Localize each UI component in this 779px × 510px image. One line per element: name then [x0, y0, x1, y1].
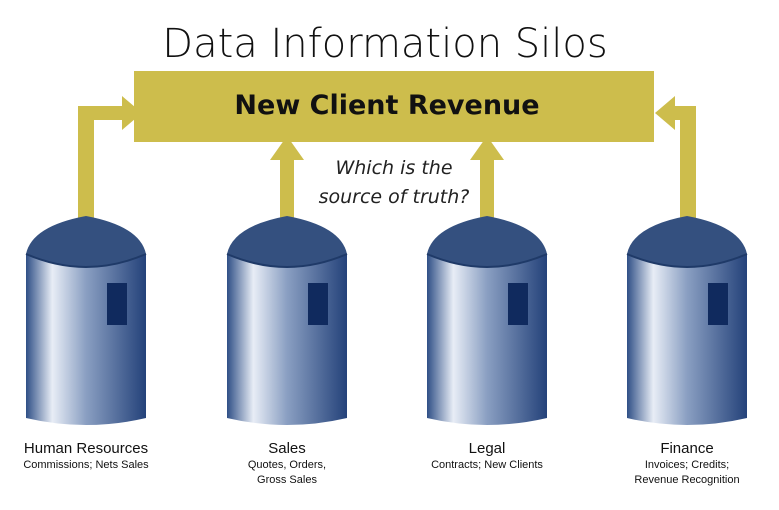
silo-window — [708, 283, 728, 325]
silo-body — [26, 254, 146, 425]
silo-body — [427, 254, 547, 425]
revenue-banner: New Client Revenue — [134, 71, 654, 142]
question-text: Which is the source of truth? — [319, 157, 470, 208]
silo-desc-line: Gross Sales — [257, 474, 317, 486]
silo-roof — [26, 216, 146, 267]
silo-desc-line: Commissions; Nets Sales — [23, 459, 149, 471]
silo-name: Finance — [660, 440, 713, 457]
question-line-1: Which is the — [335, 157, 452, 179]
silo-name: Sales — [268, 440, 306, 457]
page-title: Data Information Silos — [162, 21, 607, 67]
silo-desc-line: Revenue Recognition — [634, 474, 739, 486]
silo-body — [627, 254, 747, 425]
silo-desc-line: Invoices; Credits; — [645, 459, 729, 471]
silo-window — [107, 283, 127, 325]
silo-roof-rim — [226, 253, 348, 268]
silo-name: Legal — [469, 440, 506, 457]
silo-roof — [627, 216, 747, 267]
silo-window — [308, 283, 328, 325]
banner-label: New Client Revenue — [234, 90, 539, 121]
arrow-legal — [470, 136, 504, 218]
arrows-group — [78, 96, 696, 218]
arrow-human-resources — [78, 96, 142, 218]
banner-box — [134, 71, 654, 142]
silo-name: Human Resources — [24, 440, 148, 457]
arrow-sales — [270, 136, 304, 218]
silo-roof — [427, 216, 547, 267]
question-line-2: source of truth? — [319, 186, 470, 208]
silo-roof — [227, 216, 347, 267]
silo-desc-line: Contracts; New Clients — [431, 459, 543, 471]
silo-roof-rim — [25, 253, 147, 268]
silo-roof-rim — [426, 253, 548, 268]
silo-desc-line: Quotes, Orders, — [248, 459, 326, 471]
arrow-finance — [655, 96, 696, 218]
silo-body — [227, 254, 347, 425]
silo-roof-rim — [626, 253, 748, 268]
silo-window — [508, 283, 528, 325]
